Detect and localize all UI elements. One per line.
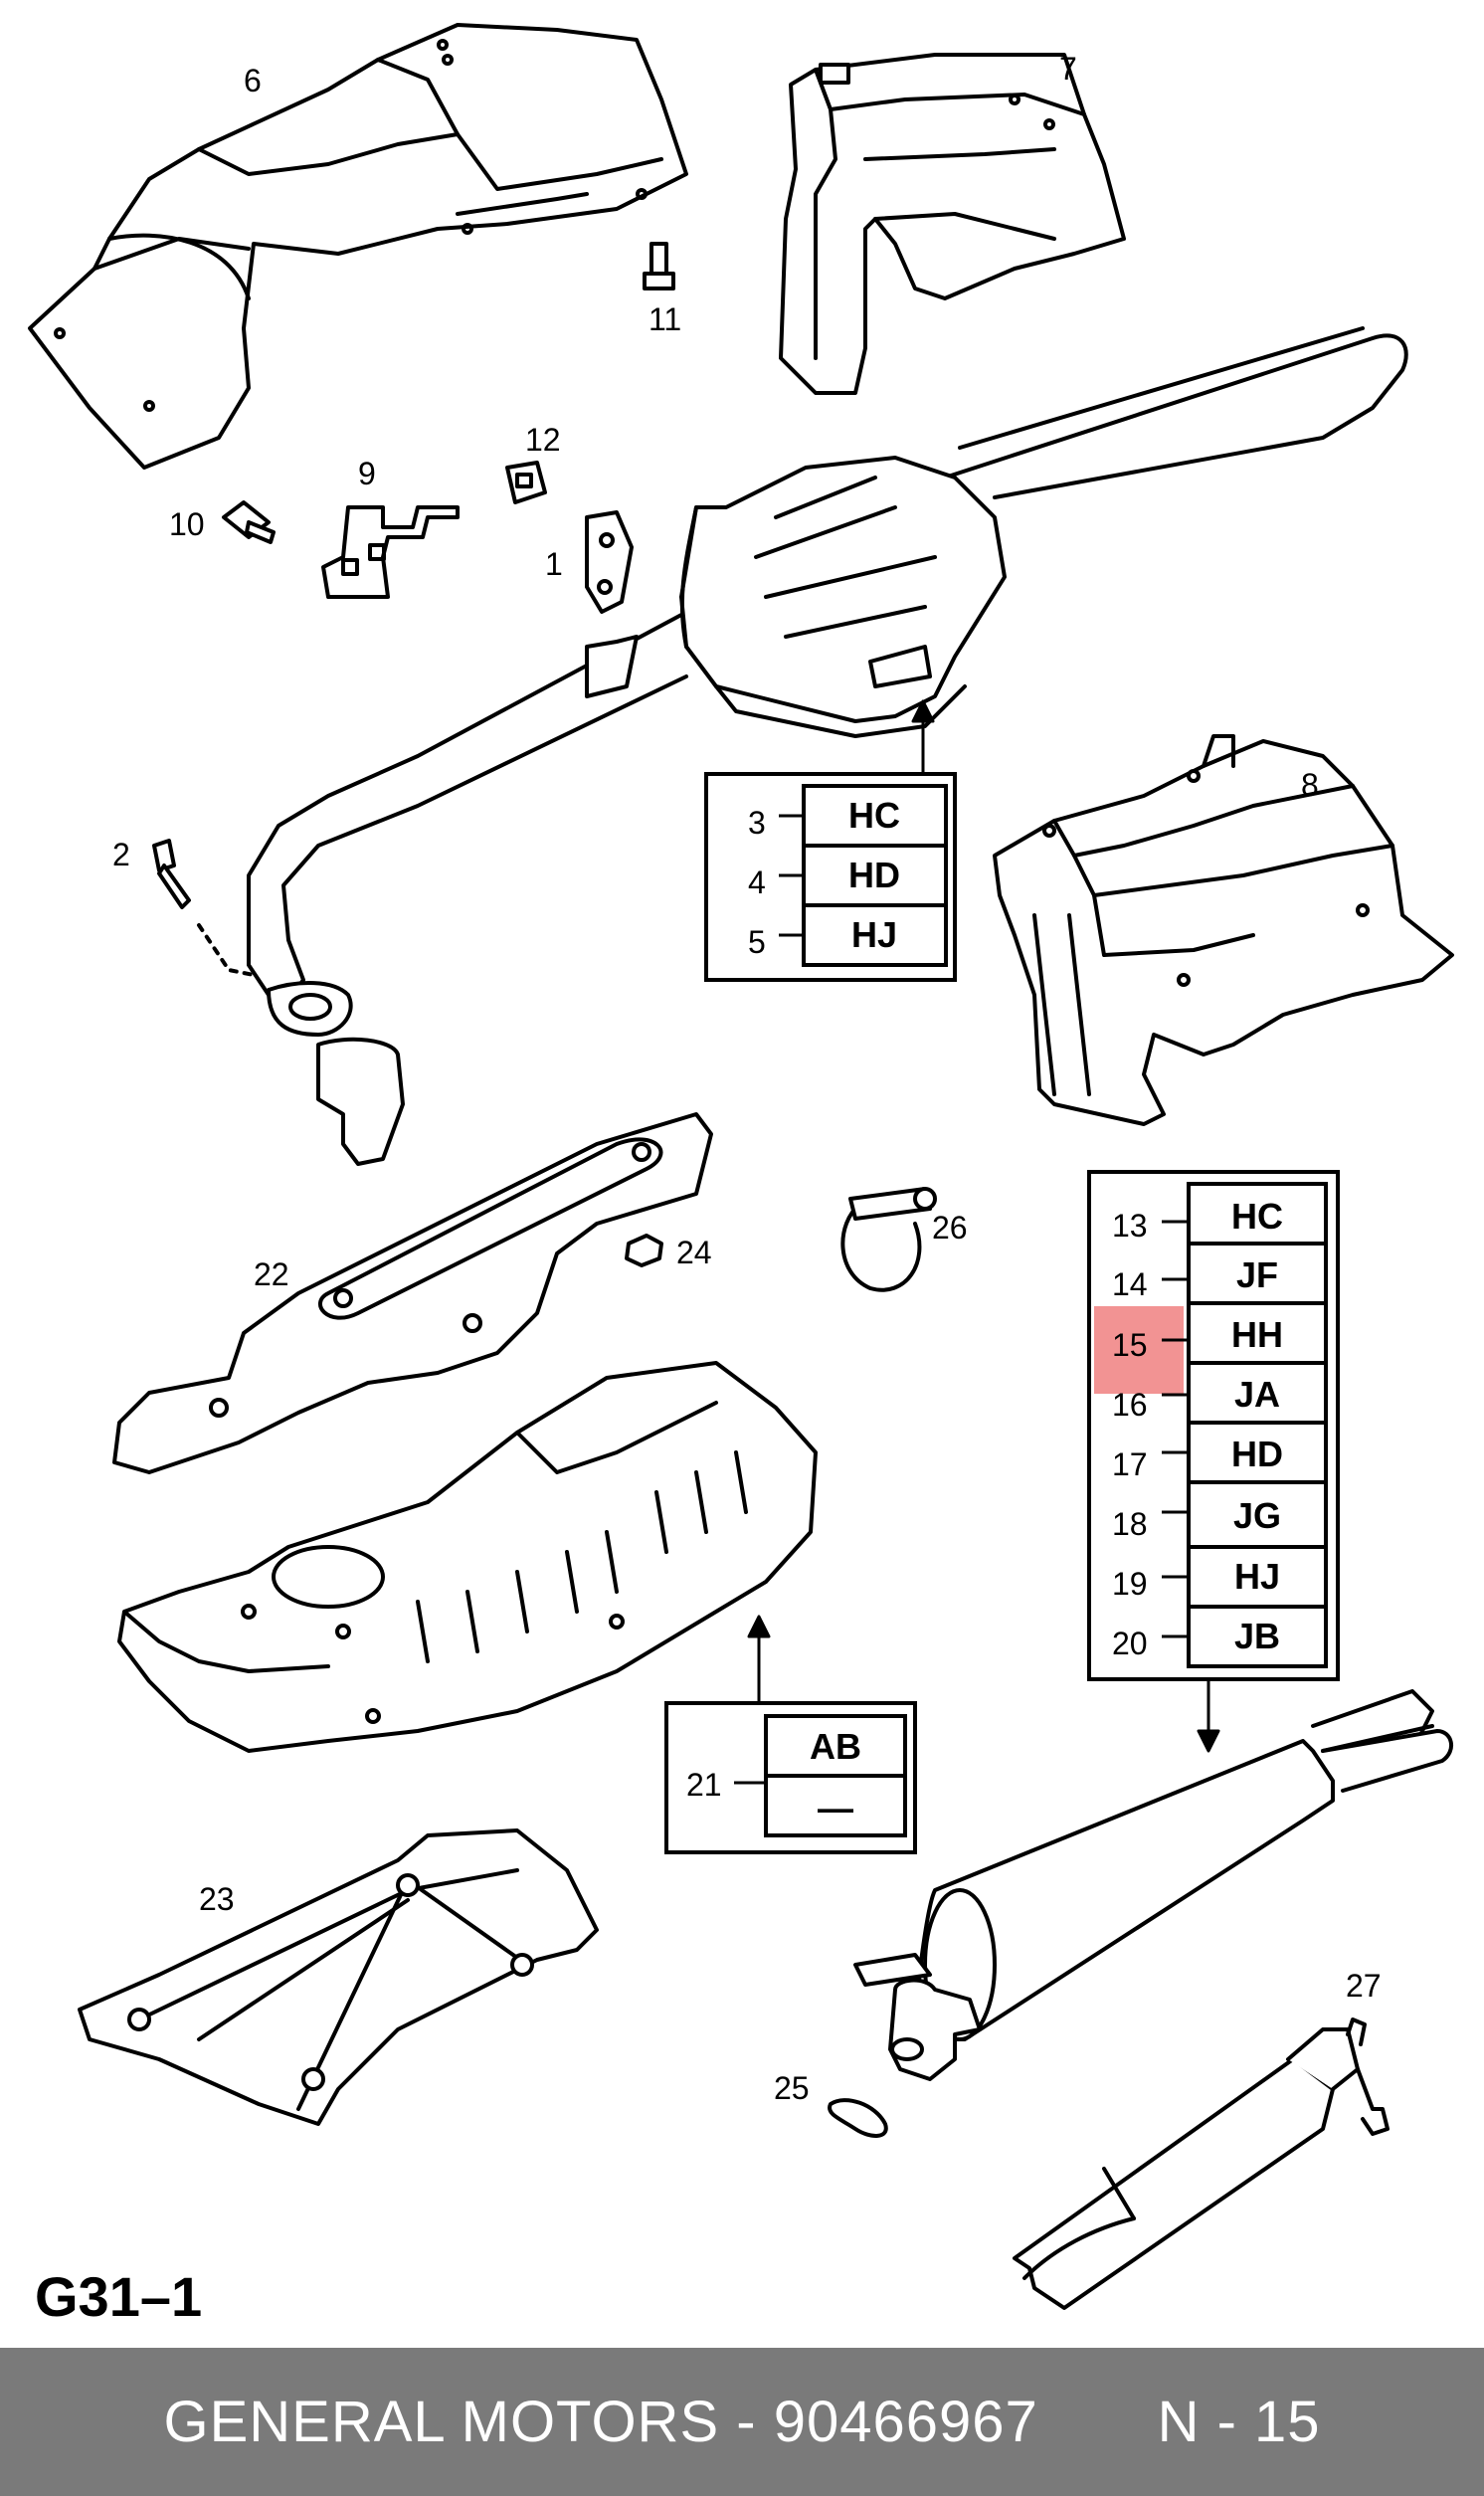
- box-a-row-code: HC: [848, 795, 900, 836]
- diagram-code: G31–1: [35, 2265, 202, 2328]
- box-a-row-num: 4: [748, 864, 766, 900]
- rear-muffler-illustration: [853, 1689, 1453, 2081]
- footer-page: N - 15: [1157, 2390, 1321, 2454]
- box-a-row-code: HD: [848, 855, 900, 895]
- box-b-row-code: HC: [1231, 1196, 1283, 1237]
- footer-brand: GENERAL MOTORS: [163, 2390, 720, 2454]
- heat-shield-rear-illustration: [779, 53, 1126, 395]
- heat-shield-8-illustration: [993, 734, 1454, 1126]
- clamp-26-illustration: [840, 1187, 937, 1292]
- callout-12: 12: [525, 422, 561, 458]
- nut-24-illustration: [625, 1234, 663, 1267]
- box-b-row-code: HD: [1231, 1434, 1283, 1474]
- callout-25: 25: [774, 2070, 810, 2106]
- box-b-row-code: JA: [1234, 1374, 1280, 1415]
- box-a-row-code: HJ: [851, 914, 897, 955]
- box-b-row-num: 20: [1112, 1626, 1148, 1661]
- callout-23: 23: [199, 1881, 235, 1917]
- leader-lines: [747, 699, 1220, 1753]
- box-c-num: 21: [686, 1767, 722, 1803]
- callout-26: 26: [932, 1210, 968, 1246]
- footer-bar: GENERAL MOTORS - 90466967 N - 15: [0, 2348, 1484, 2496]
- callout-27: 27: [1346, 1968, 1382, 2004]
- highlight-marker: [1094, 1306, 1184, 1394]
- box-b-row-num: 15: [1112, 1327, 1148, 1363]
- footer-separator: -: [736, 2390, 757, 2454]
- box-b-row-num: 18: [1112, 1506, 1148, 1542]
- sealant-tube-27-illustration: [1013, 2017, 1390, 2310]
- front-pipe-center-muffler-illustration: [247, 326, 1408, 1037]
- variant-table-3-5: 3 4 5 HC HD HJ: [704, 772, 957, 982]
- callout-8: 8: [1301, 767, 1319, 803]
- callout-7: 7: [1059, 51, 1077, 87]
- callout-2: 2: [112, 837, 130, 872]
- box-b-row-num: 19: [1112, 1566, 1148, 1602]
- box-b-row-num: 14: [1112, 1266, 1148, 1302]
- box-a-row-num: 5: [748, 924, 766, 960]
- gasket-illustration: [316, 1037, 405, 1166]
- callout-9: 9: [358, 456, 376, 491]
- heat-shield-23-illustration: [78, 1828, 599, 2126]
- box-a-row-num: 3: [748, 805, 766, 841]
- box-b-row-num: 13: [1112, 1208, 1148, 1244]
- rubber-mount-1-illustration: [585, 510, 634, 614]
- callout-1: 1: [545, 546, 563, 582]
- part-callouts: 6 7 11 12 9 10 1 2 8 22 24 26 23 25 27: [112, 51, 1382, 2106]
- box-b-row-code: HH: [1231, 1314, 1283, 1355]
- callout-11: 11: [649, 301, 681, 337]
- callout-24: 24: [676, 1235, 712, 1270]
- heat-shield-21-illustration: [117, 1361, 818, 1753]
- clip-12-illustration: [505, 461, 547, 504]
- bolt-2-illustration: [152, 839, 256, 977]
- callout-10: 10: [169, 506, 205, 542]
- box-b-row-num: 16: [1112, 1387, 1148, 1423]
- clamp-25-illustration: [828, 2098, 888, 2138]
- variant-table-21: 21 AB —: [664, 1701, 917, 1854]
- callout-22: 22: [254, 1256, 289, 1292]
- box-c-code: AB: [810, 1726, 861, 1767]
- variant-table-13-20: 13 14 15 16 17 18 19 20 HC JF HH JA HD J…: [1087, 1170, 1340, 1681]
- box-b-row-code: JG: [1233, 1495, 1281, 1536]
- box-b-row-code: HJ: [1234, 1556, 1280, 1597]
- box-b-row-code: JB: [1234, 1616, 1280, 1656]
- box-c-code: —: [818, 1788, 853, 1828]
- bolt-11-illustration: [643, 242, 675, 290]
- callout-6: 6: [244, 63, 262, 98]
- box-b-row-num: 17: [1112, 1446, 1148, 1482]
- bracket-9-illustration: [321, 505, 460, 599]
- heat-shield-22-illustration: [112, 1112, 713, 1474]
- footer-part-number: 90466967: [773, 2390, 1038, 2454]
- bolt-10-illustration: [222, 500, 276, 544]
- box-b-row-code: JF: [1236, 1254, 1278, 1295]
- heat-shield-front-illustration: [28, 23, 688, 470]
